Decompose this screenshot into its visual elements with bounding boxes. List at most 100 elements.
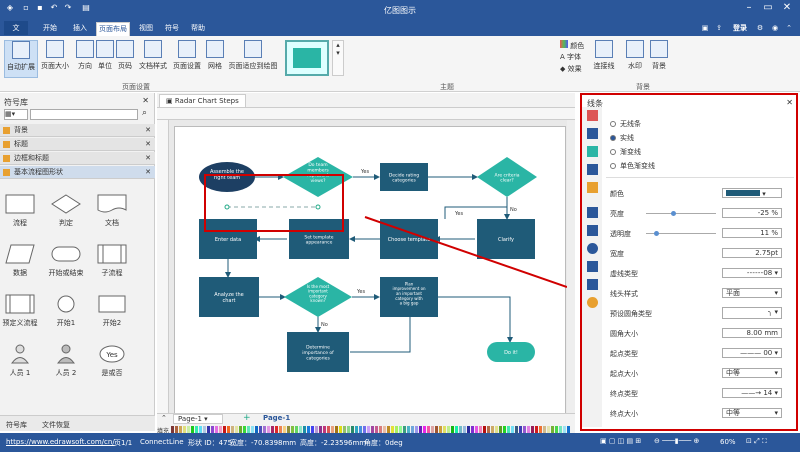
palette-swatch[interactable] [391, 426, 394, 433]
palette-swatch[interactable] [179, 426, 182, 433]
palette-swatch[interactable] [263, 426, 266, 433]
login-link[interactable]: 登录 [733, 24, 747, 32]
palette-swatch[interactable] [199, 426, 202, 433]
orientation-button[interactable]: 方向 [70, 40, 100, 71]
palette-swatch[interactable] [359, 426, 362, 433]
page-setup-button[interactable]: 页面设置 [170, 40, 204, 71]
shape-start2[interactable]: 开始2 [92, 294, 132, 328]
palette-swatch[interactable] [475, 426, 478, 433]
palette-swatch[interactable] [415, 426, 418, 433]
palette-swatch[interactable] [443, 426, 446, 433]
transparency-knob[interactable] [653, 231, 659, 236]
attachment-icon[interactable] [587, 261, 598, 272]
cap-style-select[interactable]: 平面▾ [722, 288, 782, 298]
palette-swatch[interactable] [507, 426, 510, 433]
help-icon[interactable] [587, 297, 598, 308]
corner-type-select[interactable]: ╮ ▾ [722, 307, 782, 319]
palette-swatch[interactable] [271, 426, 274, 433]
palette-swatch[interactable] [463, 426, 466, 433]
page-prev-icon[interactable]: ⌃ [161, 414, 167, 422]
shape-person2[interactable]: 人员 2 [46, 344, 86, 378]
settings-icon[interactable]: ⚙ [756, 24, 764, 32]
palette-swatch[interactable] [383, 426, 386, 433]
page-number-button[interactable]: 页码 [110, 40, 140, 71]
brightness-slider[interactable] [646, 211, 716, 216]
effect-scheme-button[interactable]: ◆ 效果 [560, 65, 582, 73]
palette-swatch[interactable] [479, 426, 482, 433]
palette-swatch[interactable] [367, 426, 370, 433]
palette-swatch[interactable] [535, 426, 538, 433]
palette-swatch[interactable] [487, 426, 490, 433]
palette-swatch[interactable] [251, 426, 254, 433]
palette-swatch[interactable] [523, 426, 526, 433]
document-tab[interactable]: ▣ Radar Chart Steps [159, 94, 246, 108]
page-size-button[interactable]: 页面大小 [40, 40, 70, 71]
palette-swatch[interactable] [455, 426, 458, 433]
palette-swatch[interactable] [203, 426, 206, 433]
shape-subprocess[interactable]: 子流程 [92, 244, 132, 278]
palette-swatch[interactable] [531, 426, 534, 433]
palette-swatch[interactable] [435, 426, 438, 433]
doc-style-button[interactable]: 文档样式 [136, 40, 170, 71]
end-size-select[interactable]: 中等▾ [722, 408, 782, 418]
palette-swatch[interactable] [439, 426, 442, 433]
palette-swatch[interactable] [499, 426, 502, 433]
node-decide[interactable] [380, 163, 428, 191]
hyperlink-icon[interactable] [587, 243, 598, 254]
tab-file-recovery[interactable]: 文件恢复 [42, 421, 70, 429]
comment-icon[interactable] [587, 279, 598, 290]
palette-swatch[interactable] [287, 426, 290, 433]
theme-scroll[interactable]: ▴▾ [332, 40, 344, 76]
palette-swatch[interactable] [511, 426, 514, 433]
palette-swatch[interactable] [283, 426, 286, 433]
shape-predefined[interactable]: 预定义流程 [0, 294, 40, 328]
palette-swatch[interactable] [447, 426, 450, 433]
palette-swatch[interactable] [483, 426, 486, 433]
close-category-icon[interactable]: ✕ [145, 126, 151, 134]
tab-symbol[interactable]: 符号 [165, 24, 179, 32]
palette-swatch[interactable] [331, 426, 334, 433]
palette-swatch[interactable] [303, 426, 306, 433]
start-size-select[interactable]: 中等▾ [722, 368, 782, 378]
palette-swatch[interactable] [551, 426, 554, 433]
search-icon[interactable]: ⌕ [142, 108, 148, 118]
node-criteria[interactable] [477, 157, 537, 197]
palette-swatch[interactable] [387, 426, 390, 433]
palette-swatch[interactable] [343, 426, 346, 433]
close-button[interactable]: ✕ [782, 2, 792, 13]
palette-swatch[interactable] [171, 426, 174, 433]
palette-swatch[interactable] [471, 426, 474, 433]
palette-swatch[interactable] [231, 426, 234, 433]
node-plan[interactable] [380, 277, 438, 317]
close-library-icon[interactable]: ✕ [142, 96, 149, 105]
palette-swatch[interactable] [207, 426, 210, 433]
palette-swatch[interactable] [211, 426, 214, 433]
palette-swatch[interactable] [431, 426, 434, 433]
palette-swatch[interactable] [519, 426, 522, 433]
palette-swatch[interactable] [407, 426, 410, 433]
palette-swatch[interactable] [255, 426, 258, 433]
minimize-button[interactable]: – [746, 2, 752, 13]
shape-decision[interactable]: 判定 [46, 194, 86, 228]
palette-swatch[interactable] [371, 426, 374, 433]
node-enter[interactable] [199, 219, 257, 259]
palette-swatch[interactable] [451, 426, 454, 433]
font-scheme-button[interactable]: A 字体 [560, 53, 582, 61]
collapse-ribbon-icon[interactable]: ⌃ [786, 24, 792, 32]
connector-button[interactable]: 连接线 [590, 40, 618, 71]
fit-page-button[interactable]: 页面适应到绘图 [228, 40, 278, 71]
add-page-icon[interactable]: + [243, 413, 251, 423]
palette-swatch[interactable] [323, 426, 326, 433]
option-no-line[interactable]: 无线条 [610, 119, 641, 129]
palette-swatch[interactable] [339, 426, 342, 433]
auto-extend-button[interactable]: 自动扩展 [4, 40, 38, 78]
theme-icon[interactable]: ◉ [771, 24, 779, 32]
save-icon[interactable]: ▪ [37, 3, 43, 12]
shape-process[interactable]: 流程 [0, 194, 40, 228]
option-mono-gradient[interactable]: 单色渐变线 [610, 161, 655, 171]
fill-icon[interactable] [587, 110, 598, 121]
page-tab-active[interactable]: Page-1 [263, 414, 291, 422]
category-border[interactable]: 边框和标题✕ [0, 152, 155, 165]
width-value[interactable]: 2.75pt [722, 248, 782, 258]
